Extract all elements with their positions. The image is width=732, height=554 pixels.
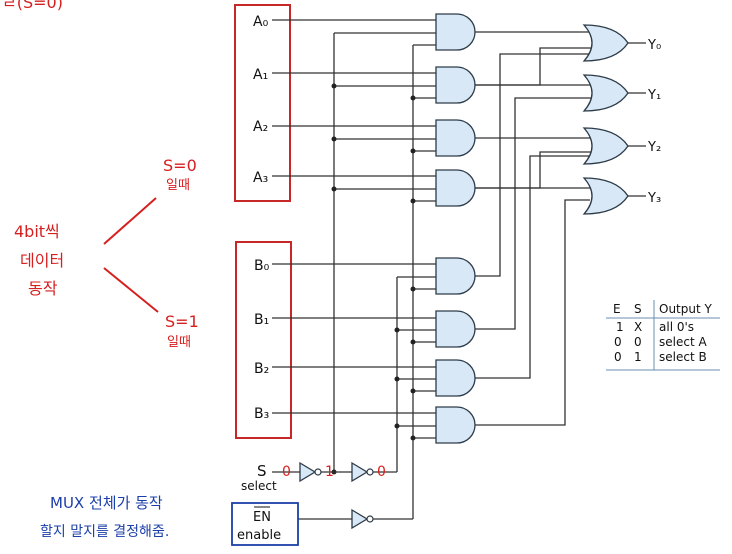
b-inputs-box <box>235 241 292 439</box>
note-data-line1: 4bit씩 <box>14 222 60 241</box>
a-inputs-box <box>234 4 291 202</box>
or-gate-y1 <box>582 74 629 112</box>
note-s1-line1: S=1 <box>165 312 199 331</box>
or-gate-y2 <box>582 127 629 165</box>
truth-header-e: E <box>613 302 621 316</box>
note-top-left: ㄹ(S=0) <box>2 0 63 12</box>
red-annotations: ㄹ(S=0) S=0 일때 S=1 일때 4bit씩 데이터 동작 <box>2 0 199 350</box>
enable-box <box>231 502 299 546</box>
select-wire-value-1: 1 <box>325 464 334 480</box>
input-b0-label: B₀ <box>254 258 270 274</box>
vertical-bus-lines <box>333 33 414 519</box>
select-label: S <box>257 462 267 480</box>
input-a2-label: A₂ <box>253 119 268 135</box>
input-a3-label: A₃ <box>253 170 268 186</box>
truth-row1-out: all 0's <box>659 320 694 334</box>
select-wire-value-0: 0 <box>282 464 291 480</box>
note-bottom-line2: 할지 말지를 결정해줌. <box>40 524 169 540</box>
truth-row1-s: X <box>634 320 642 334</box>
truth-table: E S Output Y 1 X all 0's 0 0 select A 0 … <box>606 300 720 371</box>
truth-row2-s: 0 <box>634 335 642 349</box>
truth-row2-e: 0 <box>614 335 622 349</box>
truth-row1-e: 1 <box>616 320 624 334</box>
select-inverter-1 <box>299 461 317 483</box>
enable-sublabel: enable <box>237 528 281 543</box>
output-y1-label: Y₁ <box>647 88 661 103</box>
input-a1-label: A₁ <box>253 67 268 83</box>
and-output-wires <box>475 31 592 426</box>
and-gate-b2 <box>435 359 476 397</box>
or-gates <box>582 24 629 215</box>
truth-header-output: Output Y <box>659 302 712 316</box>
select-line <box>272 461 397 483</box>
and-gate-b3 <box>435 406 476 444</box>
output-y2-label: Y₂ <box>647 140 661 155</box>
input-a0-label: A₀ <box>253 14 269 30</box>
note-bottom-line1: MUX 전체가 동작 <box>50 494 163 512</box>
output-wires <box>628 42 646 197</box>
and-gate-a3 <box>435 169 476 207</box>
input-wires <box>272 19 436 414</box>
bus-taps <box>334 32 436 439</box>
junction-dots <box>331 83 416 475</box>
input-b3-label: B₃ <box>254 406 269 422</box>
or-gate-y3 <box>582 177 629 215</box>
and-gate-b1 <box>435 310 476 348</box>
select-wire-value-2: 0 <box>377 464 386 480</box>
note-s1-line2: 일때 <box>167 335 191 350</box>
note-data-line3: 동작 <box>28 279 58 298</box>
note-s0-line2: 일때 <box>166 178 190 193</box>
input-b2-label: B₂ <box>254 361 269 377</box>
and-gate-a2 <box>435 119 476 157</box>
and-gate-a1 <box>435 66 476 104</box>
enable-line <box>298 508 413 530</box>
enable-inverter <box>351 508 369 530</box>
and-gates <box>435 13 476 444</box>
truth-row3-e: 0 <box>614 350 622 364</box>
and-gate-a0 <box>435 13 476 51</box>
note-s0-line1: S=0 <box>163 156 197 175</box>
truth-row3-s: 1 <box>634 350 642 364</box>
select-sublabel: select <box>241 479 277 493</box>
truth-row2-out: select A <box>659 335 707 349</box>
select-inverter-2 <box>351 461 369 483</box>
or-gate-y0 <box>582 24 629 62</box>
and-gate-b0 <box>435 257 476 295</box>
input-b1-label: B₁ <box>254 312 269 328</box>
note-data-line2: 데이터 <box>20 251 64 270</box>
output-y0-label: Y₀ <box>647 38 661 53</box>
truth-row3-out: select B <box>659 350 707 364</box>
output-y3-label: Y₃ <box>647 191 661 206</box>
enable-label: EN <box>253 510 271 525</box>
truth-header-s: S <box>634 302 642 316</box>
